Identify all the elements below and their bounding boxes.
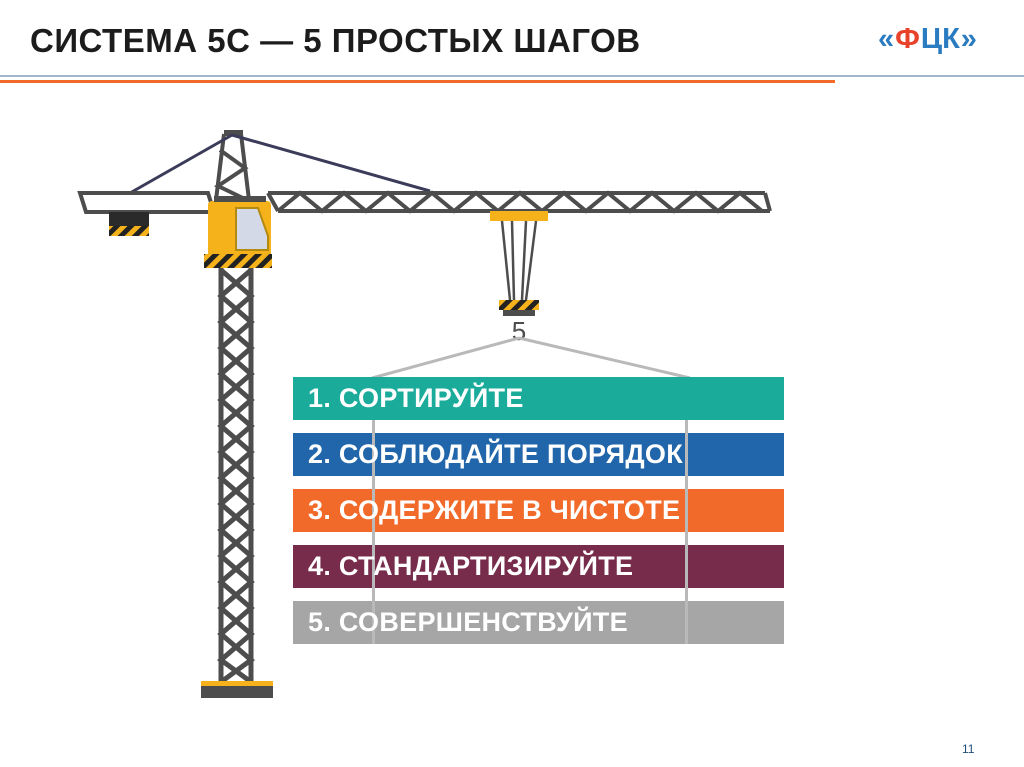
crane-mast bbox=[221, 268, 251, 682]
step-2: 2. СОБЛЮДАЙТЕ ПОРЯДОК bbox=[293, 433, 784, 476]
hook-block bbox=[499, 300, 539, 310]
page-number: 11 bbox=[962, 742, 974, 756]
step-5: 5. СОВЕРШЕНСТВУЙТЕ bbox=[293, 601, 784, 644]
step-4-label: 4. СТАНДАРТИЗИРУЙТЕ bbox=[308, 551, 633, 582]
step-3-label: 3. СОДЕРЖИТЕ В ЧИСТОТЕ bbox=[308, 495, 680, 526]
step-2-label: 2. СОБЛЮДАЙТЕ ПОРЯДОК bbox=[308, 439, 683, 470]
counter-jib bbox=[80, 193, 214, 212]
five-s-steps-list: 1. СОРТИРУЙТЕ 2. СОБЛЮДАЙТЕ ПОРЯДОК 3. С… bbox=[293, 377, 784, 657]
trolley bbox=[490, 211, 548, 221]
step-5-label: 5. СОВЕРШЕНСТВУЙТЕ bbox=[308, 607, 628, 638]
step-1-label: 1. СОРТИРУЙТЕ bbox=[308, 383, 524, 414]
crane-peak bbox=[216, 134, 249, 200]
step-1: 1. СОРТИРУЙТЕ bbox=[293, 377, 784, 420]
crane-cabin bbox=[204, 196, 272, 268]
crane-hook: 5 bbox=[512, 316, 526, 346]
step-3: 3. СОДЕРЖИТЕ В ЧИСТОТЕ bbox=[293, 489, 784, 532]
step-4: 4. СТАНДАРТИЗИРУЙТЕ bbox=[293, 545, 784, 588]
main-jib bbox=[268, 193, 770, 211]
